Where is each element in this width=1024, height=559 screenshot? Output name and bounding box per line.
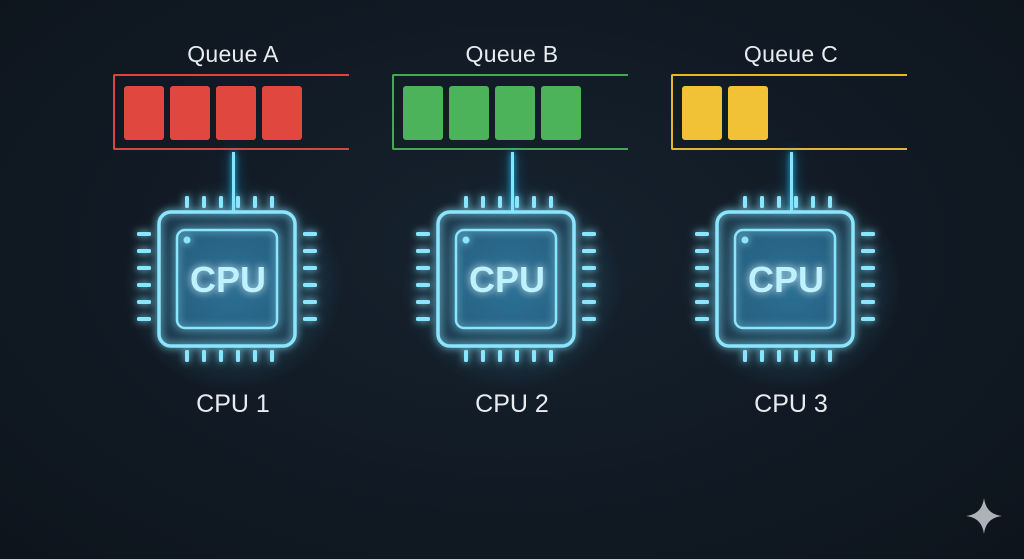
queue-a-label: Queue A (187, 41, 279, 67)
queue-slot (541, 86, 581, 140)
cpu-chip-label: CPU (190, 259, 266, 300)
queue-slot (170, 86, 210, 140)
unit-3: Queue C CPU CPU 3 (671, 0, 971, 430)
queue-slot (262, 86, 302, 140)
cpu-3-caption: CPU 3 (754, 390, 828, 418)
queue-slot (728, 86, 768, 140)
cpu-chip-label: CPU (748, 259, 824, 300)
queue-c-label: Queue C (743, 41, 839, 67)
cpu-1-chip-icon: CPU (123, 180, 343, 390)
unit-1: Queue A CPU CPU 1 (113, 0, 413, 430)
queue-slot (216, 86, 256, 140)
queue-slot (124, 86, 164, 140)
queue-c-box (671, 74, 907, 150)
queue-slot (403, 86, 443, 140)
queue-slot (682, 86, 722, 140)
queue-a-slots (124, 86, 302, 140)
queue-slot (449, 86, 489, 140)
queue-a-box (113, 74, 349, 150)
queue-slot (495, 86, 535, 140)
cpu-1-caption: CPU 1 (196, 390, 270, 418)
queue-c-slots (682, 86, 768, 140)
cpu-2-chip-icon: CPU (402, 180, 622, 390)
queue-b-box (392, 74, 628, 150)
sparkle-icon (966, 498, 1002, 534)
cpu-chip-label: CPU (469, 259, 545, 300)
unit-2: Queue B CPU CPU 2 (392, 0, 692, 430)
cpu-3-chip-icon: CPU (681, 180, 901, 390)
cpu-2-caption: CPU 2 (475, 390, 549, 418)
queue-b-slots (403, 86, 581, 140)
queue-b-label: Queue B (465, 41, 559, 67)
